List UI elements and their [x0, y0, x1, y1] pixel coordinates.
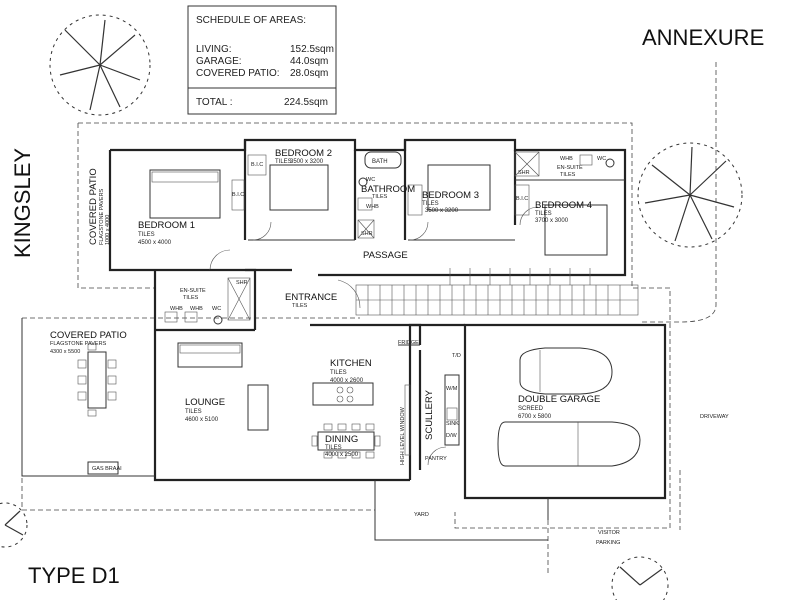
- wc-label: WC: [212, 306, 221, 312]
- driveway-label: DRIVEWAY: [700, 414, 729, 420]
- bedroom-4-finish: TILES: [535, 211, 552, 217]
- schedule-total-value: 224.5sqm: [284, 97, 328, 108]
- bedroom-3-finish: TILES: [422, 201, 439, 207]
- bedroom-3-size: 3500 x 3200: [425, 208, 459, 214]
- bedroom-1-finish: TILES: [138, 232, 155, 238]
- tree-bottom-right-icon: [611, 556, 669, 600]
- high-level-window-label: HIGH LEVEL WINDOW: [400, 406, 406, 465]
- td-label: T/D: [452, 353, 461, 359]
- bedroom-2-size: 3500 x 3200: [290, 159, 324, 165]
- ensuite-main-name: EN-SUITE: [180, 288, 206, 294]
- covered-patio-rear-name: COVERED PATIO: [50, 330, 127, 341]
- kitchen-size: 4000 x 2600: [330, 378, 364, 384]
- bedroom-wing: [108, 138, 627, 277]
- schedule-row-value: 152.5sqm: [290, 44, 334, 55]
- bath-label: BATH: [372, 159, 388, 165]
- covered-patio-rear-finish: FLAGSTONE PAVERS: [50, 341, 107, 347]
- dining-finish: TILES: [325, 445, 342, 451]
- dining-size: 4000 x 2500: [325, 452, 359, 458]
- covered-patio-front: COVERED PATIO FLAGSTONE PAVERS 1000 x 40…: [88, 168, 111, 245]
- double-garage: [463, 323, 667, 500]
- entrance-label: ENTRANCE: [285, 292, 337, 303]
- bedroom-1-name: BEDROOM 1: [138, 220, 195, 231]
- covered-patio-rear-size: 4300 x 5500: [50, 349, 80, 355]
- shr-label: SHR: [361, 231, 373, 237]
- yard-label: YARD: [414, 512, 429, 518]
- dining-name: DINING: [325, 434, 358, 445]
- wm-label: W/M: [446, 386, 458, 392]
- schedule-title: SCHEDULE OF AREAS:: [196, 15, 306, 26]
- whb-label: WHB: [190, 306, 203, 312]
- ensuite-bed4-finish: TILES: [560, 172, 576, 178]
- covered-patio-front-name: COVERED PATIO: [88, 168, 99, 245]
- dw-label: D/W: [446, 433, 458, 439]
- shr-label: SHR: [518, 170, 530, 176]
- wc-label: WC: [366, 177, 375, 183]
- ensuite-bed4-name: EN-SUITE: [557, 165, 583, 171]
- covered-patio-rear: [21, 318, 155, 477]
- pergola-grid: [355, 268, 639, 316]
- covered-patio-front-finish: FLAGSTONE PAVERS: [99, 188, 105, 245]
- double-garage-name: DOUBLE GARAGE: [518, 394, 600, 405]
- double-garage-finish: SCREED: [518, 406, 544, 412]
- parking-label: PARKING: [596, 540, 620, 546]
- bedroom-2-finish: TILES: [275, 159, 292, 165]
- wc-label: WC: [597, 156, 606, 162]
- ensuite-main: [153, 268, 257, 332]
- sink-label: SINK: [446, 421, 459, 427]
- shr-label: SHR: [236, 280, 248, 286]
- schedule-row-value: 44.0sqm: [290, 56, 328, 67]
- whb-label: WHB: [560, 156, 573, 162]
- street-name: KINGSLEY: [10, 148, 35, 258]
- bic-label: B.I.C: [516, 196, 528, 202]
- bedroom-1-size: 4500 x 4000: [138, 240, 172, 246]
- scullery-label: SCULLERY: [424, 389, 435, 440]
- visitor-label: VISITOR: [598, 530, 620, 536]
- covered-patio-front-size: 1000 x 4000: [105, 215, 111, 245]
- whb-label: WHB: [170, 306, 183, 312]
- annexure-label: ANNEXURE: [642, 25, 764, 50]
- fridge-label: FRIDGE: [398, 340, 419, 346]
- lounge-size: 4600 x 5100: [185, 417, 219, 423]
- bedroom-2-name: BEDROOM 2: [275, 148, 332, 159]
- schedule-row-label: COVERED PATIO:: [196, 68, 280, 79]
- schedule-total-label: TOTAL :: [196, 97, 233, 108]
- whb-label: WHB: [366, 204, 379, 210]
- schedule-row-label: LIVING:: [196, 44, 232, 55]
- bathroom-name: BATHROOM: [361, 184, 415, 195]
- bedroom-4-size: 3700 x 3000: [535, 218, 569, 224]
- kitchen-name: KITCHEN: [330, 358, 372, 369]
- schedule-row-value: 28.0sqm: [290, 68, 328, 79]
- pantry-label: PANTRY: [425, 456, 447, 462]
- tree-top-left-icon: [49, 14, 151, 116]
- living-area: [153, 323, 465, 482]
- gas-braai-label: GAS BRAAI: [92, 466, 122, 472]
- lounge-name: LOUNGE: [185, 397, 225, 408]
- kitchen-finish: TILES: [330, 370, 347, 376]
- bedroom-4-name: BEDROOM 4: [535, 200, 592, 211]
- double-garage-size: 6700 x 5800: [518, 414, 552, 420]
- tree-bottom-left-icon: [0, 502, 28, 548]
- lounge-finish: TILES: [185, 409, 202, 415]
- bedroom-3-name: BEDROOM 3: [422, 190, 479, 201]
- bathroom-finish: TILES: [372, 194, 388, 200]
- schedule-row-label: GARAGE:: [196, 56, 242, 67]
- entrance-finish: TILES: [292, 303, 308, 309]
- ensuite-main-finish: TILES: [183, 295, 199, 301]
- tree-right-icon: [637, 142, 743, 248]
- passage-label: PASSAGE: [363, 250, 408, 261]
- bic-label: B.I.C: [232, 192, 244, 198]
- type-label: TYPE D1: [28, 563, 120, 588]
- schedule-of-areas: SCHEDULE OF AREAS: LIVING: 152.5sqm GARA…: [187, 5, 337, 115]
- bic-label: B.I.C: [251, 162, 263, 168]
